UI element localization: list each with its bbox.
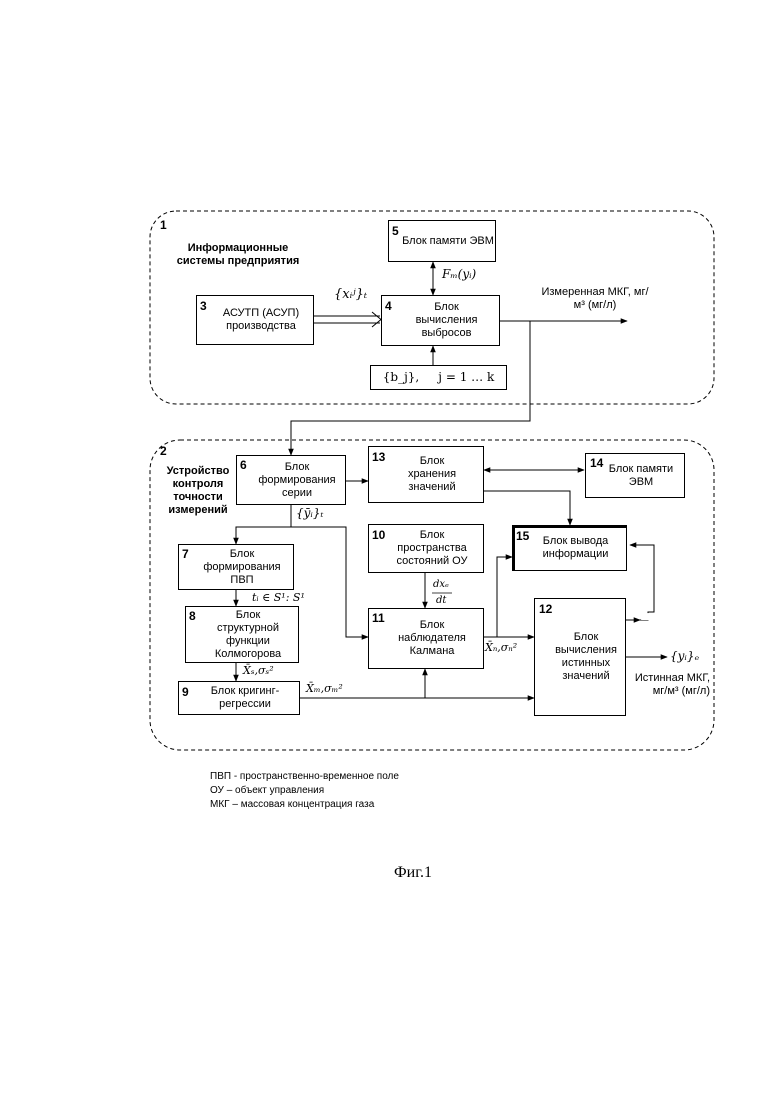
block-11-label: Блок наблюдателя Калмана — [392, 619, 472, 658]
signal-xn: X̄ₙ,σₙ² — [485, 641, 517, 654]
block-8-label: Блок структурной функции Колмогорова — [210, 609, 286, 661]
block-13-storage: Блок хранения значений — [368, 446, 484, 503]
block-7-number: 7 — [182, 548, 189, 560]
legend-item-mkg: МКГ – массовая концентрация газа — [210, 798, 399, 812]
group-1-number: 1 — [160, 219, 167, 231]
block-14-number: 14 — [590, 457, 603, 469]
arrow-6-to-7 — [236, 505, 291, 544]
arrow-6-to-11 — [291, 527, 368, 637]
arrow-3-to-4 — [314, 316, 380, 323]
block-3-label: АСУТП (АСУП) производства — [209, 307, 313, 333]
signal-yi-series: {ȳᵢ}ₜ — [296, 507, 323, 520]
measured-output-label: Измеренная МКГ, мг/м³ (мг/л) — [540, 286, 650, 312]
block-10-label: Блок пространства состояний ОУ — [387, 529, 477, 568]
block-6-series: Блок формирования серии — [236, 455, 346, 505]
signal-yi-output: {yᵢ}ₑ — [670, 650, 699, 663]
signal-xm: X̄ₘ,σₘ² — [306, 682, 343, 695]
arrow-12-to-15 — [626, 545, 654, 620]
arrow-3-to-4-head — [372, 312, 381, 327]
signal-xij: {xᵢʲ}ₜ — [334, 288, 367, 301]
group-2-number: 2 — [160, 445, 167, 457]
block-5-memory: Блок памяти ЭВМ — [388, 220, 496, 262]
block-8-kolmogorov: Блок структурной функции Колмогорова — [185, 606, 299, 663]
legend: ПВП - пространственно-временное поле ОУ … — [210, 770, 399, 812]
block-12-label: Блок вычисления истинных значений — [551, 631, 621, 683]
block-9-number: 9 — [182, 686, 189, 698]
signal-fm-yi: Fₘ(yᵢ) — [442, 268, 476, 281]
block-4-emissions: Блок вычисления выбросов — [381, 295, 500, 346]
block-10-number: 10 — [372, 529, 385, 541]
figure-caption: Фиг.1 — [394, 864, 432, 882]
block-10-state-space: Блок пространства состояний ОУ — [368, 524, 484, 573]
legend-item-ou: ОУ – объект управления — [210, 784, 399, 798]
block-9-label: Блок кригинг-регрессии — [202, 685, 288, 711]
block-11-number: 11 — [372, 612, 385, 624]
group-1-title: Информационные системы предприятия — [164, 242, 312, 268]
block-15-number: 15 — [516, 530, 529, 542]
block-15-label: Блок вывода информации — [531, 535, 621, 561]
block-5-label: Блок памяти ЭВМ — [402, 235, 494, 248]
arrow-11-to-15 — [484, 557, 512, 637]
arrow-13-to-15 — [484, 491, 570, 525]
block-12-number: 12 — [539, 603, 552, 615]
block-5-number: 5 — [392, 225, 399, 237]
block-6-label: Блок формирования серии — [249, 461, 345, 500]
signal-ti: tᵢ ∈ S¹: S¹ — [252, 591, 305, 604]
signal-dx-numerator: dxₑ — [433, 578, 449, 591]
block-4-number: 4 — [385, 300, 392, 312]
group-2-title: Устройство контроля точности измерений — [156, 465, 240, 517]
true-output-label: Истинная МКГ, мг/м³ (мг/л) — [620, 672, 710, 698]
block-4-label: Блок вычисления выбросов — [407, 301, 487, 340]
block-11-kalman: Блок наблюдателя Калмана — [368, 608, 484, 669]
line-crossing-hop — [641, 613, 655, 620]
block-9-kriging: Блок кригинг-регрессии — [178, 681, 300, 715]
block-7-label: Блок формирования ПВП — [202, 548, 282, 587]
block-3-asutp: АСУТП (АСУП) производства — [196, 295, 314, 345]
legend-item-pvp: ПВП - пространственно-временное поле — [210, 770, 399, 784]
block-13-label: Блок хранения значений — [397, 455, 467, 494]
signal-dt-denominator: dt — [436, 594, 446, 607]
block-7-pvp: Блок формирования ПВП — [178, 544, 294, 590]
signal-xs: X̄ₛ,σₛ² — [243, 664, 274, 677]
block-13-number: 13 — [372, 451, 385, 463]
block-14-label: Блок памяти ЭВМ — [598, 463, 684, 489]
coefficients-label: {b_j}, j = 1 … k — [383, 371, 495, 384]
block-8-number: 8 — [189, 610, 196, 622]
block-3-number: 3 — [200, 300, 207, 312]
block-coefficients: {b_j}, j = 1 … k — [370, 365, 507, 390]
block-6-number: 6 — [240, 459, 247, 471]
